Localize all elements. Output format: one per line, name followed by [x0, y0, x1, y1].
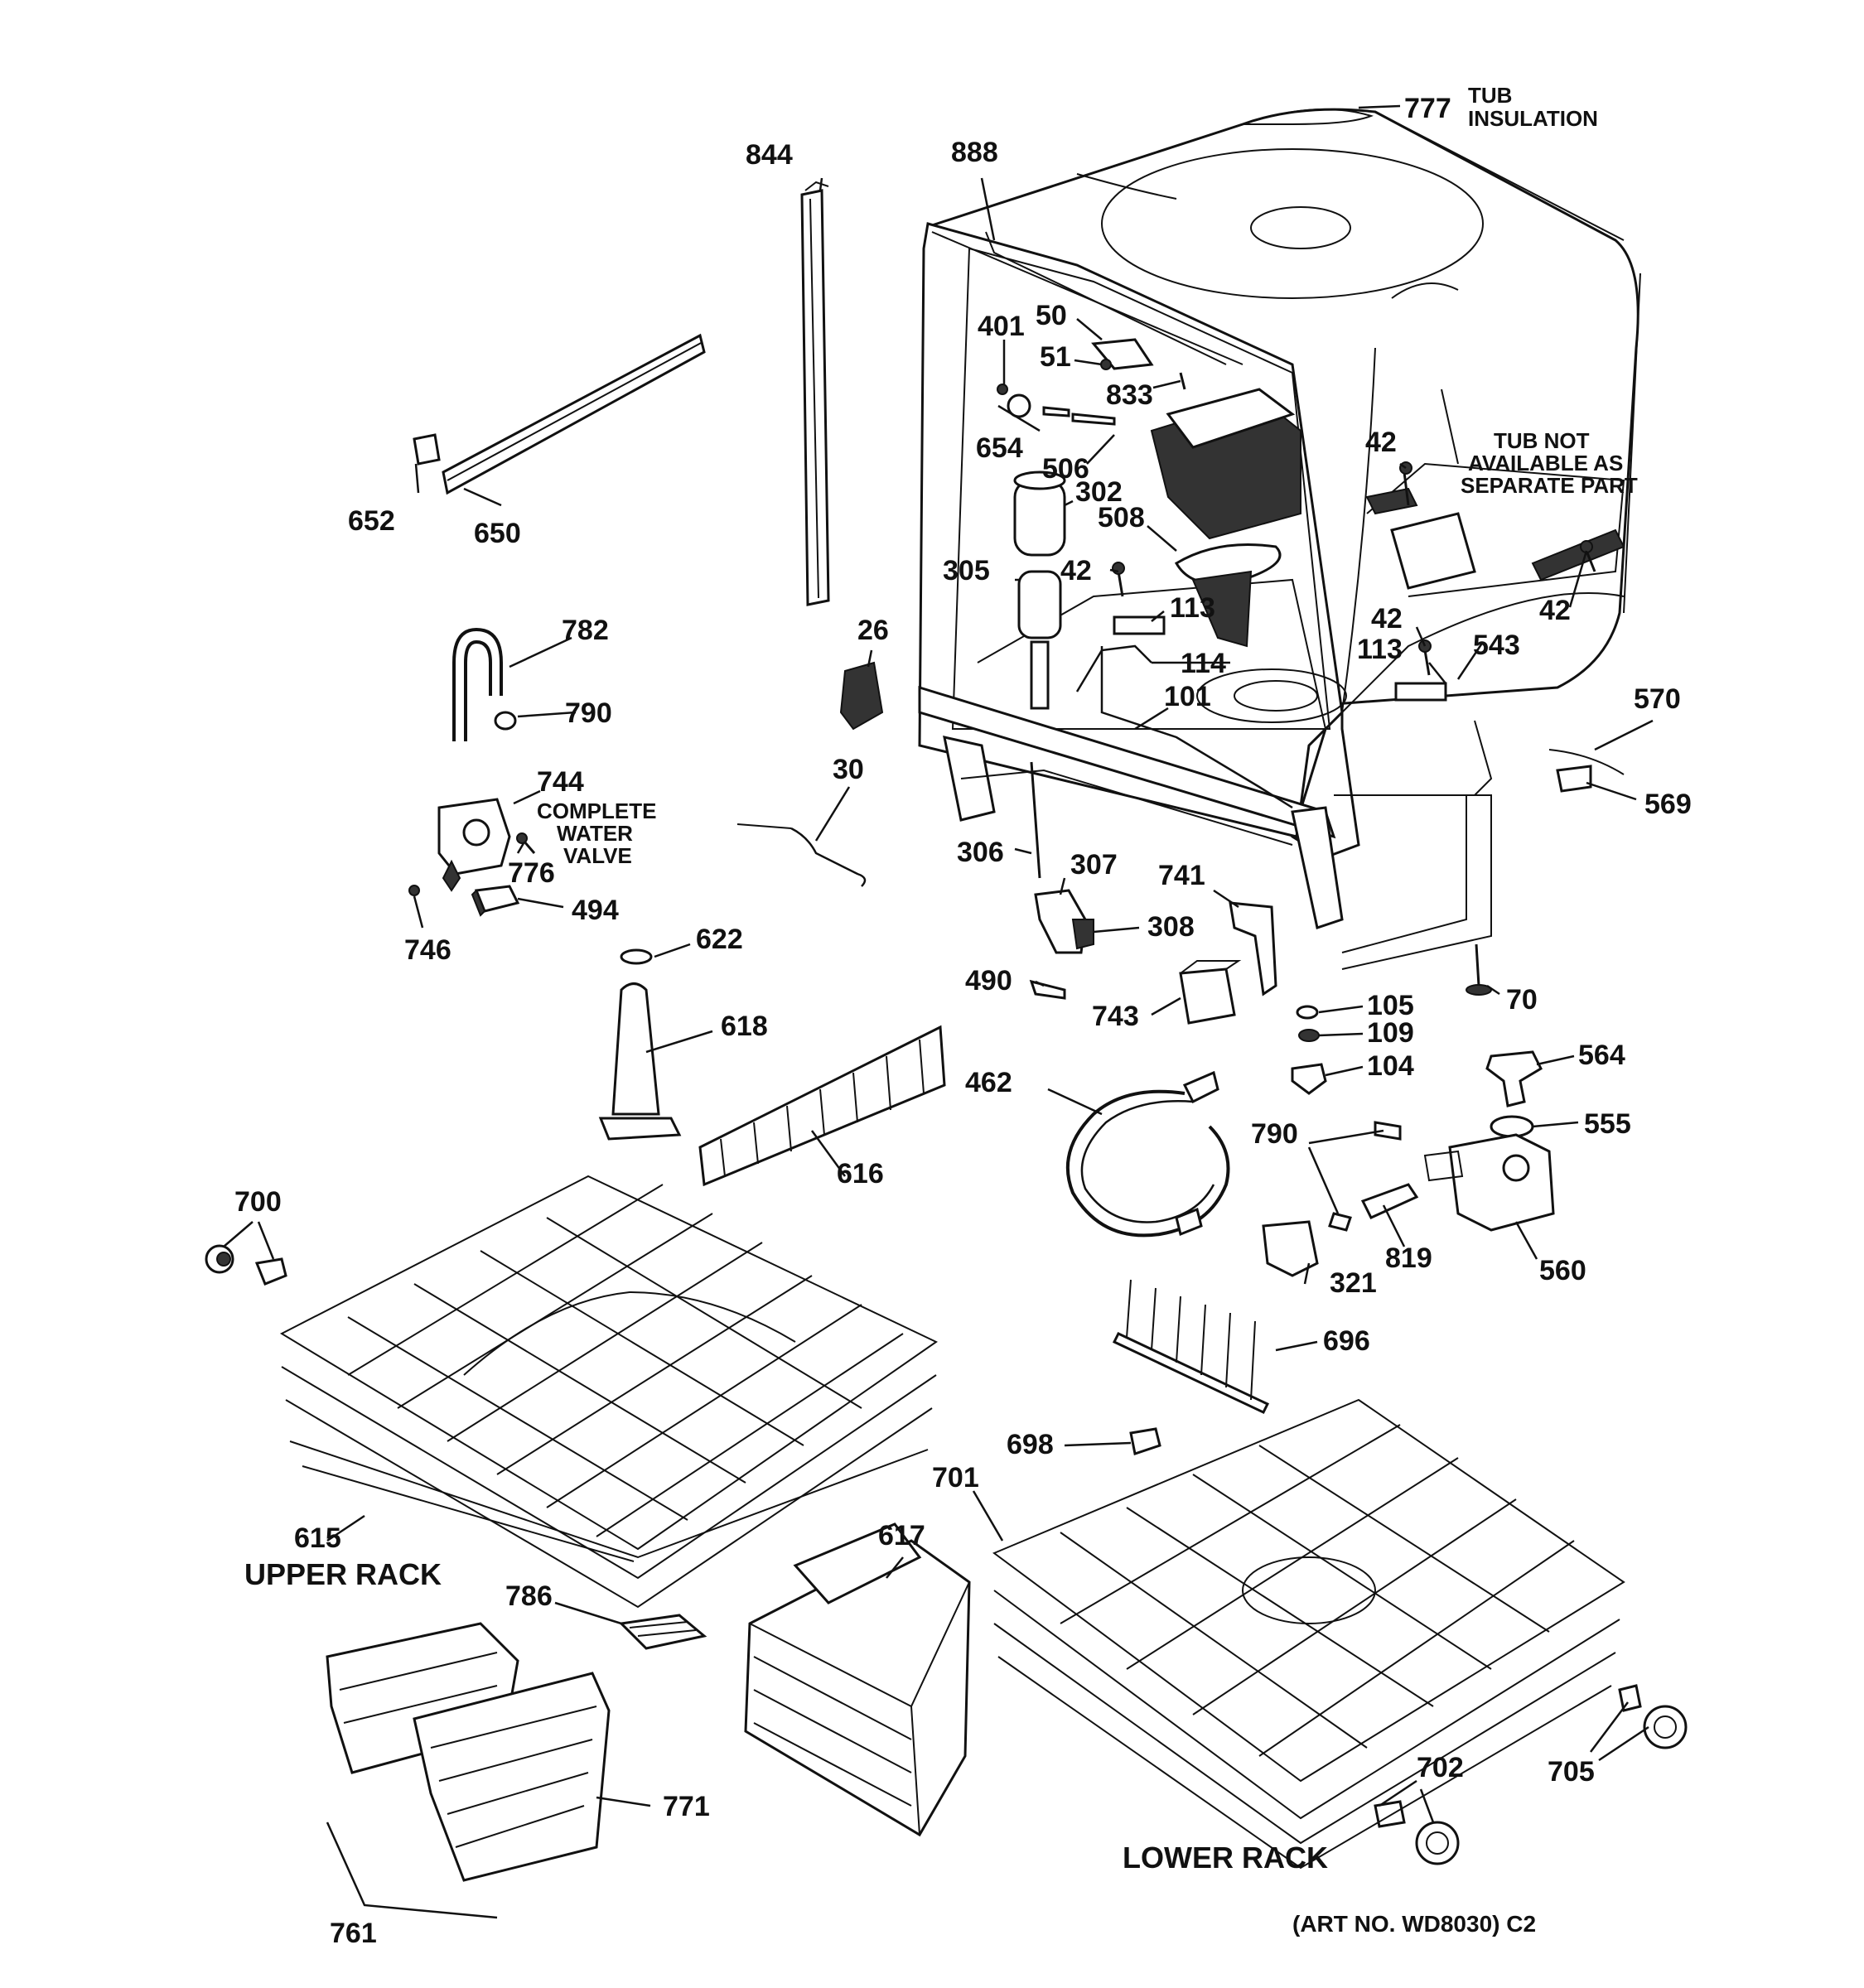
label-888: 888 — [951, 137, 998, 168]
label-650: 650 — [474, 518, 521, 549]
label-109: 109 — [1367, 1017, 1414, 1049]
tub-illustration — [918, 108, 1641, 970]
label-844: 844 — [746, 139, 793, 171]
label-833: 833 — [1106, 379, 1153, 411]
label-790-right: 790 — [1251, 1118, 1298, 1150]
label-26: 26 — [857, 615, 889, 646]
caption-water-valve-3: VALVE — [563, 843, 632, 868]
label-741: 741 — [1158, 860, 1205, 891]
label-302: 302 — [1075, 476, 1123, 508]
label-622: 622 — [696, 924, 743, 955]
label-305: 305 — [943, 555, 990, 586]
racks-illustration — [279, 1175, 1625, 1882]
label-746: 746 — [404, 934, 452, 966]
label-494: 494 — [572, 895, 619, 926]
label-543: 543 — [1473, 630, 1520, 661]
label-705: 705 — [1548, 1756, 1595, 1788]
art-number: (ART NO. WD8030) C2 — [1292, 1911, 1536, 1937]
label-104: 104 — [1367, 1050, 1414, 1082]
label-564: 564 — [1578, 1040, 1625, 1071]
label-761: 761 — [330, 1918, 377, 1949]
label-42-lower: 42 — [1371, 603, 1403, 635]
caption-tub-insulation-2: INSULATION — [1468, 106, 1598, 131]
label-654: 654 — [976, 432, 1023, 464]
caption-tub-note-1: TUB NOT — [1494, 428, 1590, 453]
label-101: 101 — [1164, 681, 1211, 712]
caption-water-valve-2: WATER — [557, 821, 633, 846]
label-819: 819 — [1385, 1242, 1432, 1274]
caption-tub-note-2: AVAILABLE AS — [1468, 451, 1623, 475]
label-307: 307 — [1070, 849, 1118, 881]
label-777: 777 — [1404, 93, 1451, 124]
caption-water-valve-1: COMPLETE — [537, 799, 656, 823]
label-51: 51 — [1040, 341, 1071, 373]
label-506: 506 — [1042, 453, 1089, 485]
label-743: 743 — [1092, 1001, 1139, 1032]
label-113-lower: 113 — [1357, 634, 1403, 665]
label-508: 508 — [1098, 502, 1145, 533]
label-786: 786 — [505, 1580, 553, 1612]
label-776: 776 — [508, 857, 555, 889]
label-114: 114 — [1181, 648, 1226, 679]
label-701: 701 — [932, 1462, 979, 1493]
label-615: 615 — [294, 1522, 341, 1554]
label-696: 696 — [1323, 1325, 1370, 1357]
label-744: 744 — [537, 766, 584, 798]
label-617: 617 — [878, 1520, 925, 1551]
label-790-left: 790 — [565, 697, 612, 729]
label-570: 570 — [1634, 683, 1681, 715]
label-771: 771 — [663, 1791, 710, 1822]
upper-rack-title: UPPER RACK — [244, 1557, 442, 1591]
label-308: 308 — [1147, 911, 1195, 943]
label-618: 618 — [721, 1011, 768, 1042]
label-401: 401 — [978, 311, 1025, 342]
part-labels: 777 TUB INSULATION 844 888 50 401 51 833… — [234, 83, 1692, 1949]
label-702: 702 — [1417, 1752, 1464, 1783]
caption-tub-note-3: SEPARATE PART — [1461, 473, 1638, 498]
label-321: 321 — [1330, 1267, 1377, 1299]
leader-lines — [223, 104, 1654, 1919]
label-42-right: 42 — [1539, 595, 1571, 626]
lower-rack-title: LOWER RACK — [1123, 1841, 1328, 1875]
label-113-top: 113 — [1170, 592, 1215, 624]
label-560: 560 — [1539, 1255, 1586, 1286]
label-700: 700 — [234, 1186, 282, 1218]
mechanical-parts — [205, 889, 1688, 1865]
label-306: 306 — [957, 837, 1004, 868]
label-490: 490 — [965, 965, 1012, 996]
label-50: 50 — [1036, 300, 1067, 331]
label-42-top: 42 — [1365, 427, 1397, 458]
label-462: 462 — [965, 1067, 1012, 1098]
label-30: 30 — [833, 754, 864, 785]
label-569: 569 — [1644, 789, 1692, 820]
label-70: 70 — [1506, 984, 1538, 1016]
label-652: 652 — [348, 505, 395, 537]
label-105: 105 — [1367, 990, 1414, 1021]
caption-tub-insulation-1: TUB — [1468, 83, 1512, 108]
label-782: 782 — [562, 615, 609, 646]
label-616: 616 — [837, 1158, 884, 1189]
label-555: 555 — [1584, 1108, 1631, 1140]
side-parts — [408, 181, 1625, 1187]
label-42-mid: 42 — [1060, 555, 1092, 586]
label-698: 698 — [1007, 1429, 1054, 1460]
